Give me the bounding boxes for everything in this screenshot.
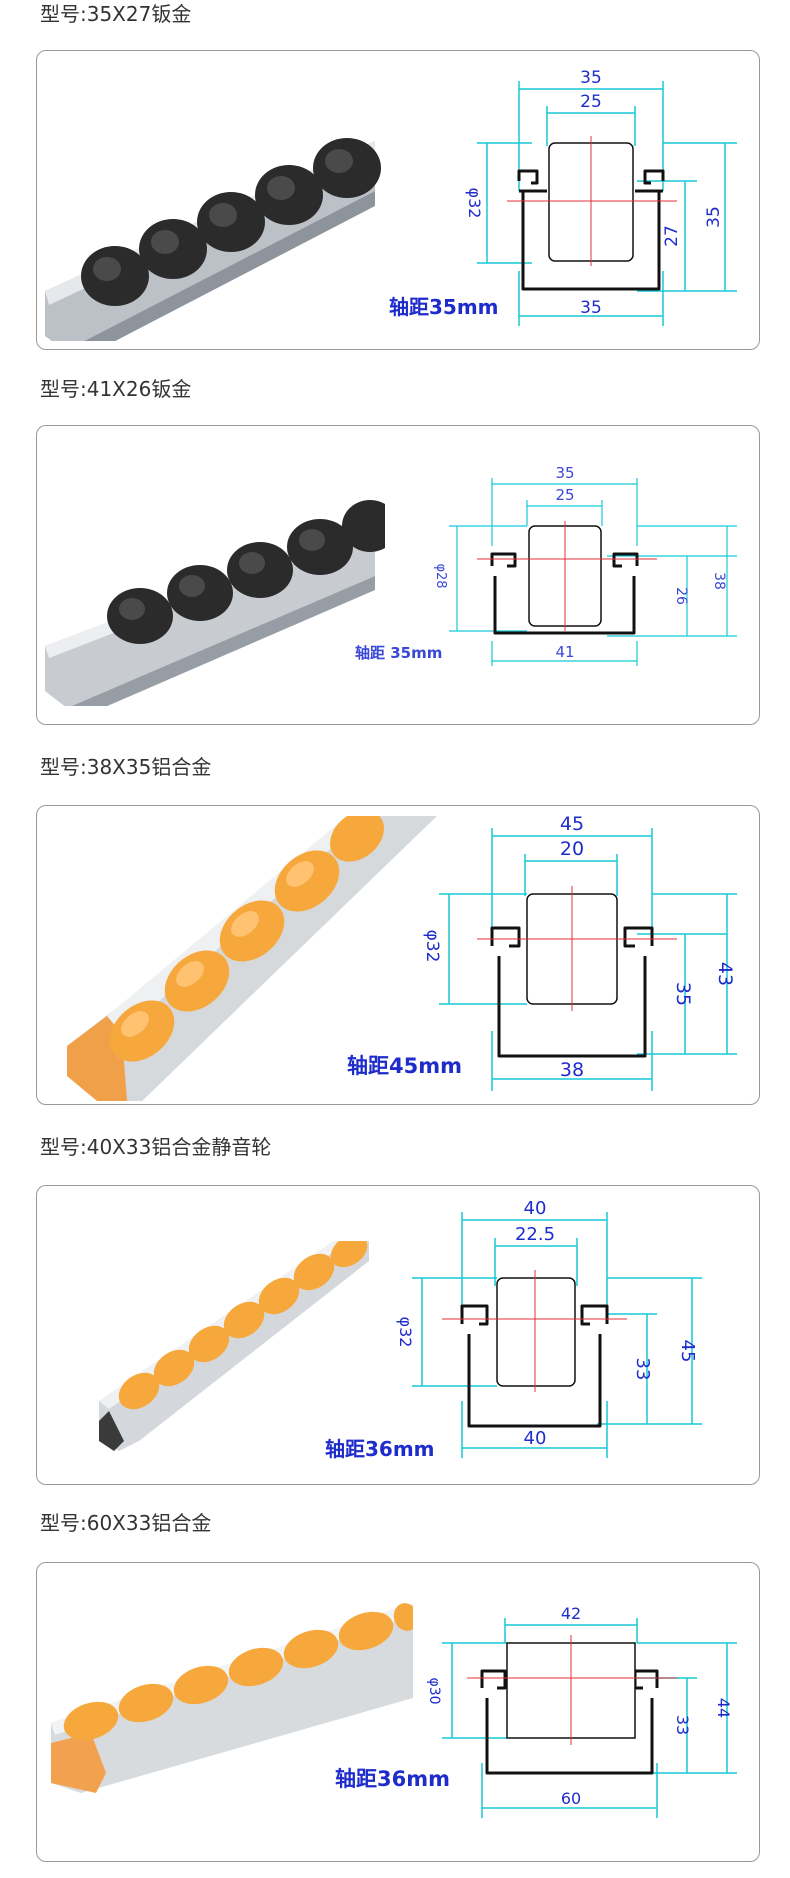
dim-top-1: 35 xyxy=(580,68,602,88)
dim-top-4: 40 xyxy=(524,1198,547,1219)
dim-h2-5: 44 xyxy=(714,1698,733,1718)
rail-bottom-edge xyxy=(84,191,375,341)
product-card-1: 35 25 φ32 27 35 35 轴距35mm xyxy=(36,50,760,350)
product-photo-2 xyxy=(45,500,385,706)
dim-top-3: 45 xyxy=(560,813,584,835)
dim-inner-1: 25 xyxy=(580,92,602,112)
axle-spacing-4: 轴距36mm xyxy=(325,1437,435,1461)
dim-h1-3: 35 xyxy=(672,982,694,1006)
product-photo-5 xyxy=(51,1603,413,1793)
dim-dia-3: φ32 xyxy=(422,930,442,963)
dim-bottom-2: 41 xyxy=(555,643,574,661)
dimension-drawing-5: 42 φ30 33 44 60 xyxy=(426,1604,737,1818)
axle-spacing-2: 轴距 35mm xyxy=(355,644,443,662)
dim-dia-4: φ32 xyxy=(396,1317,415,1348)
model-title-3: 型号:38X35铝合金 xyxy=(40,755,212,779)
dim-dia-2: φ28 xyxy=(433,563,448,588)
product-card-4: 40 22.5 φ32 33 45 40 轴距36mm xyxy=(36,1185,760,1485)
dim-dia-1: φ32 xyxy=(465,188,484,219)
dim-h2-3: 43 xyxy=(714,962,736,986)
model-title-4: 型号:40X33铝合金静音轮 xyxy=(40,1135,272,1159)
dim-bottom-3: 38 xyxy=(560,1059,584,1081)
dim-inner-4: 22.5 xyxy=(515,1224,555,1245)
dimension-drawing-1: 35 25 φ32 27 35 35 xyxy=(465,68,737,326)
axle-spacing-5: 轴距36mm xyxy=(335,1767,450,1791)
dimension-drawing-4: 40 22.5 φ32 33 45 40 xyxy=(396,1198,702,1458)
dim-h1-1: 27 xyxy=(662,225,682,247)
product-photo-3 xyxy=(67,816,437,1101)
dim-dia-5: φ30 xyxy=(426,1677,442,1704)
product-photo-1 xyxy=(45,138,381,341)
dim-h1-2: 26 xyxy=(673,587,689,605)
dim-bottom-4: 40 xyxy=(524,1428,547,1449)
dim-h2-1: 35 xyxy=(704,206,724,228)
product-card-5: 42 φ30 33 44 60 轴距36mm xyxy=(36,1562,760,1862)
product-photo-4 xyxy=(99,1241,369,1451)
model-title-5: 型号:60X33铝合金 xyxy=(40,1511,212,1535)
model-title-2: 型号:41X26钣金 xyxy=(40,377,192,401)
dim-bottom-5: 60 xyxy=(561,1789,581,1808)
dim-h2-2: 38 xyxy=(711,572,727,590)
dim-top-2: 35 xyxy=(555,464,574,482)
dimension-drawing-2: 35 25 φ28 26 38 41 xyxy=(433,464,737,666)
dim-h1-5: 33 xyxy=(673,1715,692,1735)
dim-h1-4: 33 xyxy=(632,1358,653,1381)
model-title-1: 型号:35X27钣金 xyxy=(40,2,192,26)
dim-top-5: 42 xyxy=(561,1604,581,1623)
dim-inner-2: 25 xyxy=(555,486,574,504)
axle-spacing-3: 轴距45mm xyxy=(347,1054,462,1078)
dim-h2-4: 45 xyxy=(677,1340,698,1363)
dim-inner-3: 20 xyxy=(560,838,584,860)
dim-bottom-1: 35 xyxy=(580,298,602,318)
axle-spacing-1: 轴距35mm xyxy=(389,295,499,319)
product-card-2: 35 25 φ28 26 38 41 轴距 35mm xyxy=(36,425,760,725)
product-card-3: 45 20 φ32 35 43 38 轴距45mm xyxy=(36,805,760,1105)
dimension-drawing-3: 45 20 φ32 35 43 38 xyxy=(422,813,737,1091)
